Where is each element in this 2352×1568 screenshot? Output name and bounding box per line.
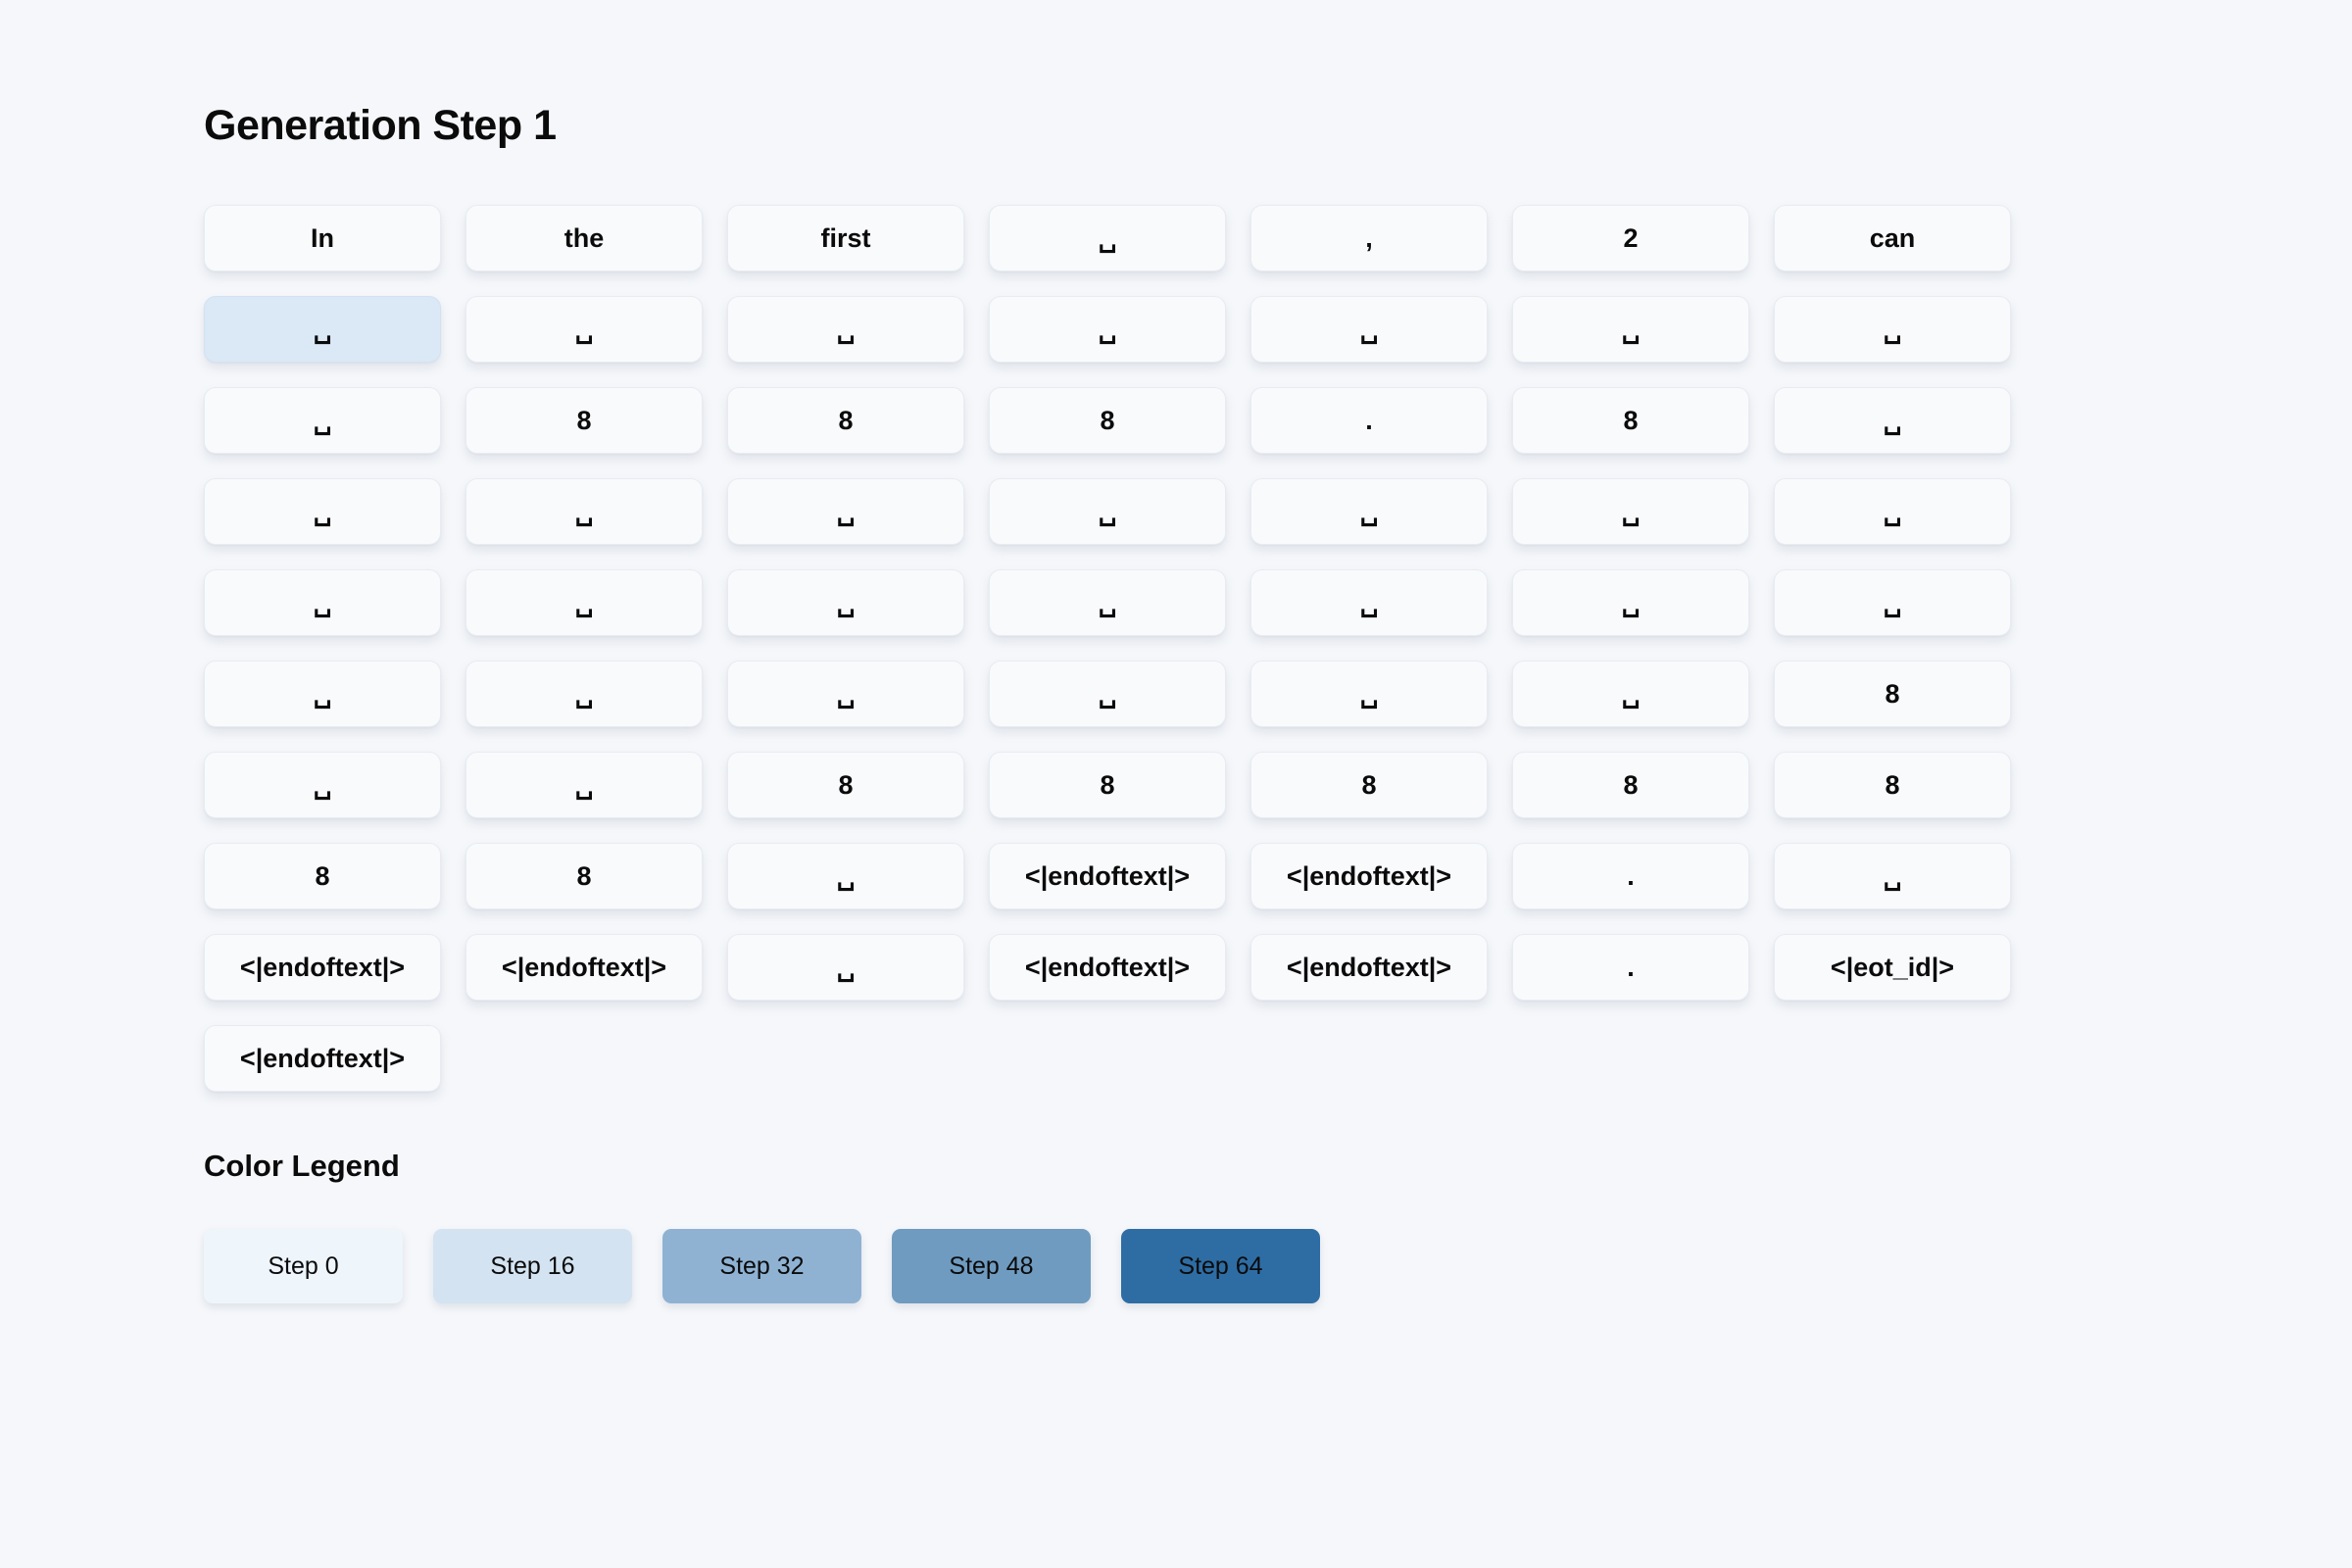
- token-cell: ␣: [204, 569, 441, 636]
- token-cell: 8: [727, 387, 964, 454]
- token-cell: ␣: [204, 478, 441, 545]
- token-cell: ␣: [989, 569, 1226, 636]
- token-cell: 8: [1512, 752, 1749, 818]
- token-cell: .: [1250, 387, 1488, 454]
- token-cell: 8: [466, 387, 703, 454]
- token-cell: ␣: [727, 569, 964, 636]
- token-cell: <|eot_id|>: [1774, 934, 2011, 1001]
- token-cell: In: [204, 205, 441, 271]
- token-cell: can: [1774, 205, 2011, 271]
- token-cell: first: [727, 205, 964, 271]
- legend-title: Color Legend: [204, 1149, 400, 1183]
- token-cell: ␣: [727, 478, 964, 545]
- token-cell: ␣: [466, 752, 703, 818]
- token-cell: ␣: [204, 296, 441, 363]
- color-legend: Step 0 Step 16 Step 32 Step 48 Step 64: [204, 1229, 2352, 1303]
- token-cell: 8: [204, 843, 441, 909]
- token-cell: <|endoftext|>: [204, 1025, 441, 1092]
- page-title: Generation Step 1: [204, 102, 557, 149]
- token-cell: ␣: [1250, 661, 1488, 727]
- token-cell: ␣: [466, 569, 703, 636]
- token-cell: 8: [1774, 752, 2011, 818]
- legend-swatch: Step 0: [204, 1229, 403, 1303]
- token-cell: ␣: [727, 934, 964, 1001]
- token-cell: ␣: [1512, 661, 1749, 727]
- token-cell: 8: [989, 752, 1226, 818]
- token-cell: 8: [989, 387, 1226, 454]
- token-cell: ␣: [1250, 478, 1488, 545]
- token-cell: 8: [466, 843, 703, 909]
- token-cell: ,: [1250, 205, 1488, 271]
- token-cell: 8: [1512, 387, 1749, 454]
- legend-swatch: Step 16: [433, 1229, 632, 1303]
- token-cell: <|endoftext|>: [204, 934, 441, 1001]
- token-cell: <|endoftext|>: [466, 934, 703, 1001]
- token-cell: ␣: [1774, 843, 2011, 909]
- token-cell: ␣: [204, 661, 441, 727]
- legend-swatch: Step 32: [662, 1229, 861, 1303]
- token-cell: ␣: [466, 661, 703, 727]
- legend-swatch: Step 64: [1121, 1229, 1320, 1303]
- token-cell: ␣: [1250, 296, 1488, 363]
- token-cell: <|endoftext|>: [989, 843, 1226, 909]
- token-cell: 8: [727, 752, 964, 818]
- token-cell: ␣: [989, 478, 1226, 545]
- token-cell: ␣: [1512, 569, 1749, 636]
- token-cell: ␣: [1774, 478, 2011, 545]
- token-cell: 8: [1774, 661, 2011, 727]
- token-cell: 2: [1512, 205, 1749, 271]
- token-cell: <|endoftext|>: [989, 934, 1226, 1001]
- token-cell: ␣: [1774, 296, 2011, 363]
- token-cell: <|endoftext|>: [1250, 843, 1488, 909]
- token-cell: ␣: [1250, 569, 1488, 636]
- token-cell: ␣: [1512, 296, 1749, 363]
- legend-swatch: Step 48: [892, 1229, 1091, 1303]
- token-cell: .: [1512, 934, 1749, 1001]
- token-cell: ␣: [727, 843, 964, 909]
- token-cell: ␣: [1512, 478, 1749, 545]
- token-cell: 8: [1250, 752, 1488, 818]
- token-cell: <|endoftext|>: [1250, 934, 1488, 1001]
- token-cell: ␣: [204, 387, 441, 454]
- token-cell: ␣: [727, 296, 964, 363]
- token-cell: ␣: [204, 752, 441, 818]
- token-cell: ␣: [466, 478, 703, 545]
- token-cell: the: [466, 205, 703, 271]
- token-cell: ␣: [466, 296, 703, 363]
- token-cell: .: [1512, 843, 1749, 909]
- token-cell: ␣: [1774, 387, 2011, 454]
- token-cell: ␣: [1774, 569, 2011, 636]
- token-cell: ␣: [989, 205, 1226, 271]
- token-cell: ␣: [727, 661, 964, 727]
- token-cell: ␣: [989, 296, 1226, 363]
- token-cell: ␣: [989, 661, 1226, 727]
